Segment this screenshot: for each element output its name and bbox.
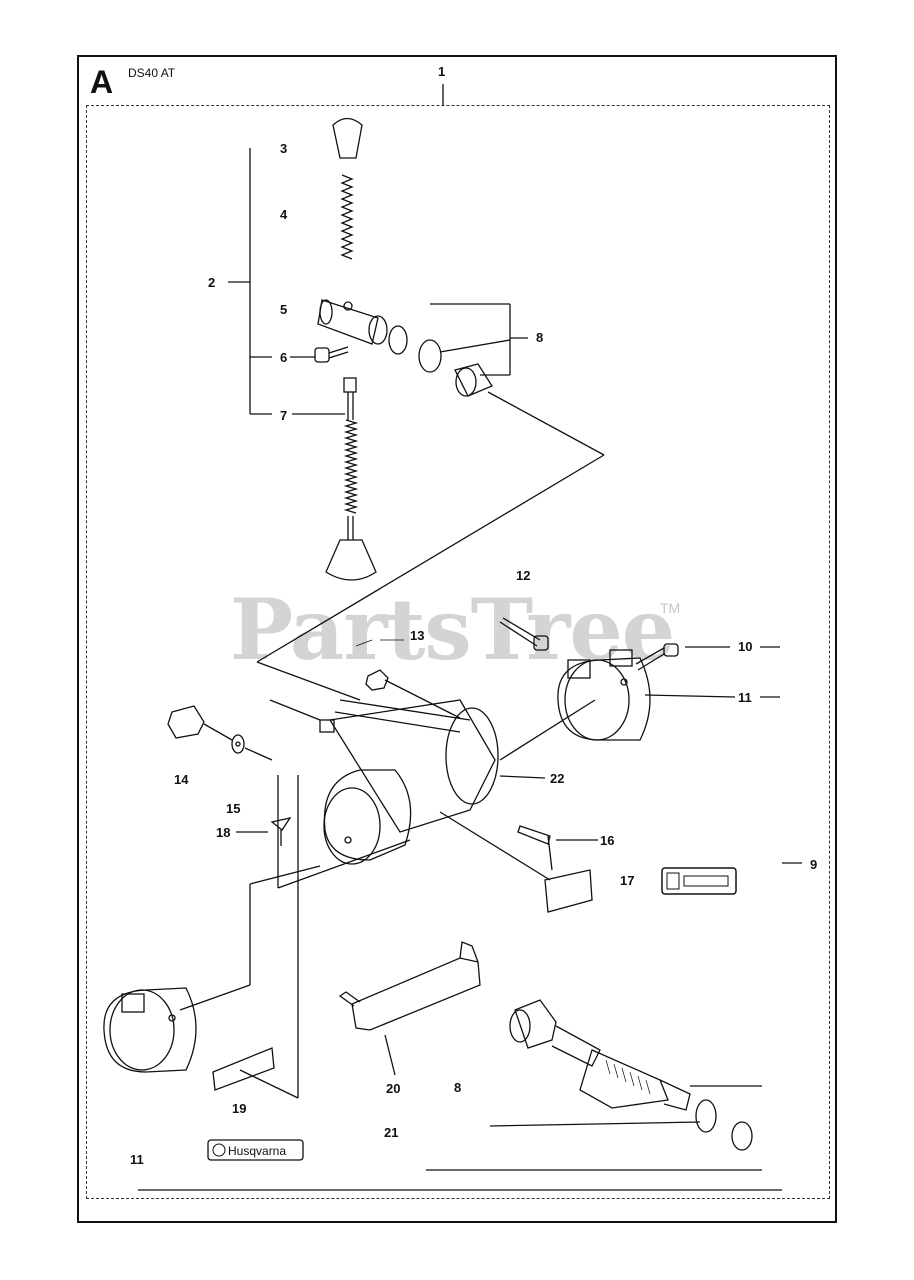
callout-9: 9	[810, 857, 818, 872]
callout-2: 2	[208, 275, 216, 290]
watermark-trademark: TM	[660, 600, 681, 616]
inner-dashed-frame	[86, 105, 830, 1199]
callout-19: 19	[232, 1101, 247, 1116]
callout-15: 15	[226, 801, 241, 816]
callout-10: 10	[738, 639, 753, 654]
callout-14: 14	[174, 772, 189, 787]
section-letter: A	[90, 64, 114, 100]
callout-11-right: 11	[738, 690, 752, 705]
outer-frame	[77, 55, 837, 1223]
callout-12: 12	[516, 568, 531, 583]
warning-label-17	[661, 867, 737, 895]
watermark: PartsTree	[230, 580, 675, 679]
callout-8-bottom: 8	[454, 1080, 462, 1095]
logo-text: Husqvarna	[228, 1144, 286, 1158]
husqvarna-logo: Husqvarna	[207, 1139, 304, 1161]
callout-21: 21	[384, 1125, 399, 1140]
callout-13: 13	[410, 628, 425, 643]
callout-7: 7	[280, 408, 288, 423]
callout-11-left: 11	[130, 1152, 144, 1167]
callout-22: 22	[550, 771, 565, 786]
callout-1: 1	[438, 64, 446, 79]
callout-4: 4	[280, 207, 288, 222]
model-name: DS40 AT	[128, 66, 176, 80]
callout-20: 20	[386, 1081, 401, 1096]
callout-6: 6	[280, 350, 288, 365]
callout-18: 18	[216, 825, 231, 840]
callout-17: 17	[620, 873, 635, 888]
callout-16: 16	[600, 833, 615, 848]
callout-8-top: 8	[536, 330, 544, 345]
callout-3: 3	[280, 141, 288, 156]
callout-5: 5	[280, 302, 288, 317]
